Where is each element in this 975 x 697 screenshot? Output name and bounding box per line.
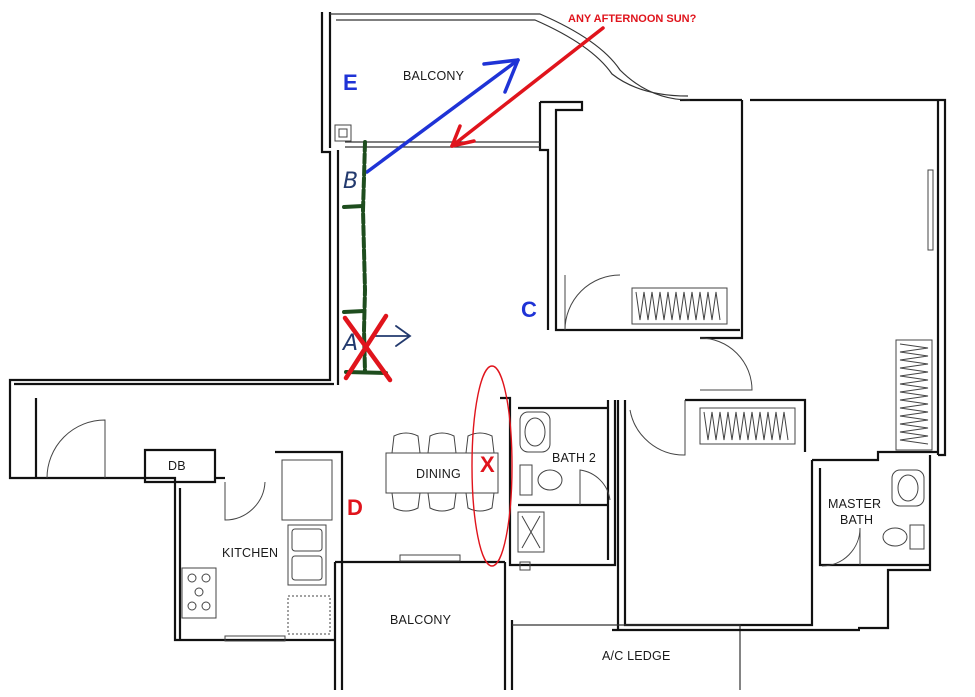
master-bath-label-1: MASTER [828,497,881,511]
wardrobe-bedroom2 [699,407,796,445]
door-swings [46,274,861,567]
balcony-bottom-label: BALCONY [390,613,452,627]
balcony-top-label: BALCONY [403,69,465,83]
master-bath-fixtures [882,469,925,550]
wardrobe-c [631,287,728,325]
ac-ledge-label: A/C LEDGE [602,649,671,663]
db-label: DB [168,459,186,473]
letter-c: C [521,297,537,322]
kitchen-fixtures [181,459,333,635]
letter-e: E [343,70,358,95]
bath2-fixtures [517,411,563,553]
dining-table [385,432,499,512]
red-ellipse [471,365,513,567]
dining-label: DINING [416,467,461,481]
balcony-curve [330,13,691,148]
blue-arrow [365,58,520,174]
hand-arrow-right-icon [371,325,412,347]
red-sun-arrow [450,26,605,148]
master-bath-label-2: BATH [840,513,873,527]
bath2-label: BATH 2 [552,451,596,465]
afternoon-sun-note: ANY AFTERNOON SUN? [568,13,697,25]
letter-d: D [347,495,363,520]
walls [8,12,947,690]
window-strips [224,124,934,642]
hand-letter-a: A [341,331,358,356]
x-mark: X [480,452,495,477]
kitchen-label: KITCHEN [222,546,278,560]
red-cross [342,313,393,383]
wardrobe-master [895,339,933,451]
green-wall-line [342,140,388,375]
hand-letter-b: B [343,169,358,194]
